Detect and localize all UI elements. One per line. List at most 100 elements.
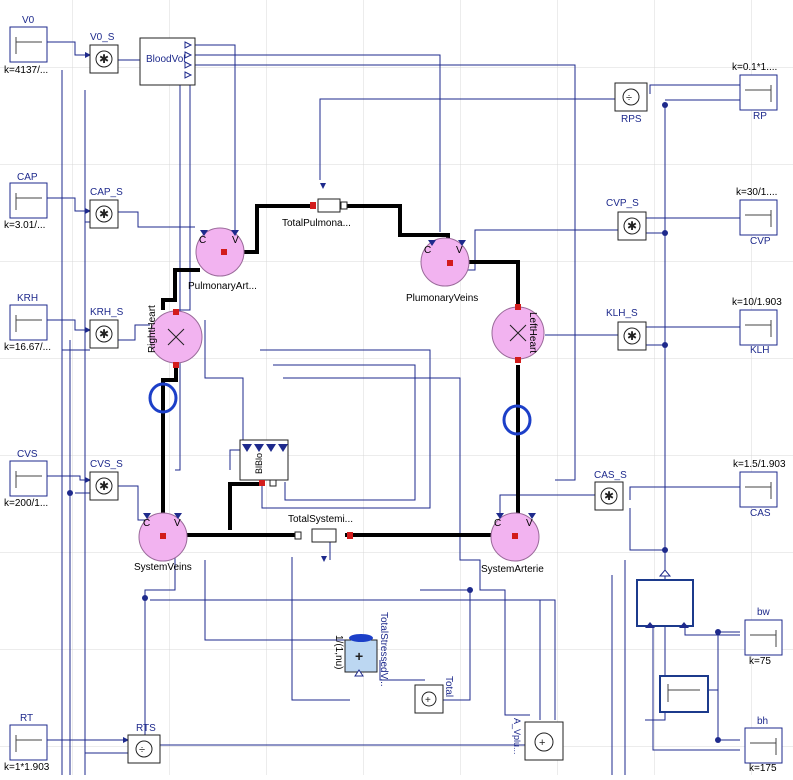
source-cvs-name: CVS bbox=[17, 449, 38, 460]
source-cas[interactable]: k=1.5/1.903 CAS bbox=[733, 459, 786, 519]
system-arteries-port-v: V bbox=[526, 518, 533, 529]
gain-cas-s[interactable]: ✱ CAS_S bbox=[594, 470, 627, 511]
gain-rts-label: RTS bbox=[136, 723, 156, 734]
source-rt-value: k=1*1.903 bbox=[4, 762, 50, 773]
source-rp-value: k=0.1*1.... bbox=[732, 62, 777, 73]
system-veins[interactable]: C V SystemVeins bbox=[134, 512, 192, 573]
source-v0-name: V0 bbox=[22, 15, 35, 26]
asterisk-icon: ✱ bbox=[99, 327, 109, 341]
asterisk-icon: ✱ bbox=[604, 489, 614, 503]
pulmonary-veins-port-v: V bbox=[456, 245, 463, 256]
source-krh-name: KRH bbox=[17, 293, 38, 304]
gain-v0-s-label: V0_S bbox=[90, 32, 115, 43]
left-heart-label: LeftHeart bbox=[527, 312, 538, 353]
divide-icon: ÷ bbox=[626, 92, 632, 104]
blood-vol-block[interactable]: BloodVol bbox=[139, 37, 196, 86]
gain-cvp-s-label: CVP_S bbox=[606, 198, 639, 209]
inductor-loops bbox=[148, 382, 532, 436]
source-klh-name: KLH bbox=[750, 345, 769, 356]
sub-block[interactable] bbox=[659, 675, 709, 713]
source-cvp-name: CVP bbox=[750, 236, 771, 247]
source-bh[interactable]: bh k=175 bbox=[744, 716, 783, 774]
source-cas-value: k=1.5/1.903 bbox=[733, 459, 786, 470]
asterisk-icon: ✱ bbox=[99, 479, 109, 493]
body-surface-block[interactable] bbox=[636, 569, 694, 628]
gain-cvs-s-label: CVS_S bbox=[90, 459, 123, 470]
gain-rps[interactable]: ÷ RPS bbox=[614, 82, 648, 125]
source-rp[interactable]: k=0.1*1.... RP bbox=[732, 62, 778, 122]
gain-cvs-s[interactable]: ✱ CVS_S bbox=[89, 459, 123, 501]
asterisk-icon: ✱ bbox=[627, 219, 637, 233]
gain-cas-s-label: CAS_S bbox=[594, 470, 627, 481]
system-veins-label: SystemVeins bbox=[134, 562, 192, 573]
source-cvp-value: k=30/1.... bbox=[736, 187, 777, 198]
source-bw-value: k=75 bbox=[749, 656, 771, 667]
source-klh[interactable]: k=10/1.903 KLH bbox=[732, 297, 782, 356]
asterisk-icon: ✱ bbox=[99, 52, 109, 66]
gain-klh-s[interactable]: ✱ KLH_S bbox=[606, 308, 647, 351]
signal-wires bbox=[47, 41, 740, 775]
source-bh-name: bh bbox=[757, 716, 768, 727]
pulmonary-arteries[interactable]: C V PulmonaryArt... bbox=[188, 227, 257, 292]
pulmonary-veins-port-c: C bbox=[424, 245, 431, 256]
pulmonary-arteries-label: PulmonaryArt... bbox=[188, 281, 257, 292]
source-cas-name: CAS bbox=[750, 508, 771, 519]
pulmonary-arteries-port-v: V bbox=[232, 235, 239, 246]
gain-klh-s-label: KLH_S bbox=[606, 308, 638, 319]
source-krh[interactable]: KRH k=16.67/... bbox=[4, 293, 51, 353]
source-bw[interactable]: bw k=75 bbox=[744, 607, 783, 667]
blood-vol-label: BloodVol bbox=[146, 54, 185, 65]
gain-rts[interactable]: ÷ RTS bbox=[127, 723, 161, 764]
system-arteries-label: SystemArterie bbox=[481, 564, 544, 575]
source-rp-name: RP bbox=[753, 111, 767, 122]
source-cvs-value: k=200/1... bbox=[4, 498, 48, 509]
right-heart[interactable]: RightHeart bbox=[147, 305, 203, 368]
pulmonary-veins[interactable]: C V PlumonaryVeins bbox=[406, 237, 478, 304]
divide-icon: ÷ bbox=[139, 744, 145, 756]
source-bh-value: k=175 bbox=[749, 763, 777, 774]
source-v0-value: k=4137/... bbox=[4, 65, 48, 76]
source-bw-name: bw bbox=[757, 607, 771, 618]
plus-icon: + bbox=[539, 737, 545, 749]
blood-bus-block[interactable]: BlBlo bbox=[239, 439, 289, 487]
div-expr-label: 1/(1,nu) bbox=[333, 635, 344, 669]
a-vplus-block[interactable]: + A_Vplu... bbox=[512, 718, 564, 761]
source-v0[interactable]: V0 k=4137/... bbox=[4, 15, 48, 76]
total-pulmonary-label: TotalPulmona... bbox=[282, 218, 351, 229]
total-pulmonary-resistance[interactable]: TotalPulmona... bbox=[282, 183, 351, 229]
source-cap-value: k=3.01/... bbox=[4, 220, 45, 231]
asterisk-icon: ✱ bbox=[627, 329, 637, 343]
right-heart-label: RightHeart bbox=[147, 305, 158, 353]
system-arteries[interactable]: C V SystemArterie bbox=[481, 512, 544, 575]
source-krh-value: k=16.67/... bbox=[4, 342, 51, 353]
gain-cvp-s[interactable]: ✱ CVP_S bbox=[606, 198, 647, 241]
gain-krh-s[interactable]: ✱ KRH_S bbox=[89, 307, 124, 349]
source-rt[interactable]: RT k=1*1.903 bbox=[4, 713, 50, 773]
total-block[interactable]: + Total bbox=[414, 676, 454, 714]
gain-cap-s[interactable]: ✱ CAP_S bbox=[89, 187, 123, 229]
source-klh-value: k=10/1.903 bbox=[732, 297, 782, 308]
system-arteries-port-c: C bbox=[494, 518, 501, 529]
gain-v0-s[interactable]: ✱ V0_S bbox=[89, 32, 119, 74]
gain-cap-s-label: CAP_S bbox=[90, 187, 123, 198]
add-block[interactable]: + 1/(1,nu) TotalStressedV... bbox=[333, 612, 389, 687]
gain-rps-label: RPS bbox=[621, 114, 642, 125]
total-systemic-resistance[interactable]: TotalSystemi... bbox=[288, 514, 353, 562]
pulmonary-arteries-port-c: C bbox=[199, 235, 206, 246]
source-cvs[interactable]: CVS k=200/1... bbox=[4, 449, 48, 509]
asterisk-icon: ✱ bbox=[99, 207, 109, 221]
add-icon: + bbox=[355, 648, 363, 664]
source-rt-name: RT bbox=[20, 713, 33, 724]
total-systemic-label: TotalSystemi... bbox=[288, 514, 353, 525]
left-heart[interactable]: LeftHeart bbox=[491, 304, 545, 363]
source-cvp[interactable]: k=30/1.... CVP bbox=[736, 187, 778, 247]
system-veins-port-c: C bbox=[143, 518, 150, 529]
source-cap-name: CAP bbox=[17, 172, 38, 183]
flow-wires bbox=[161, 204, 520, 537]
system-veins-port-v: V bbox=[174, 518, 181, 529]
plus-icon: + bbox=[425, 695, 431, 706]
source-cap[interactable]: CAP k=3.01/... bbox=[4, 172, 48, 231]
